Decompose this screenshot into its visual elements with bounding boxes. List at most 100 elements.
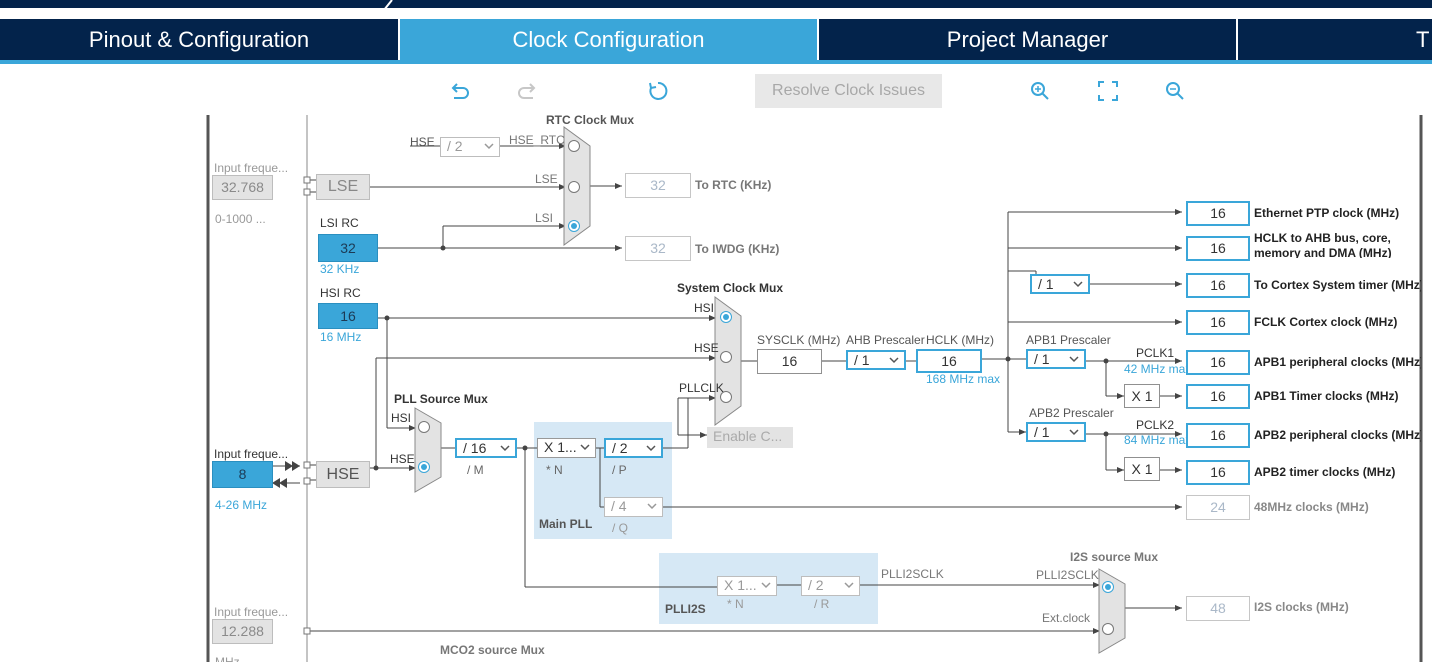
sysclk-value: 16: [757, 349, 822, 374]
pll-m-label: / M: [467, 463, 484, 477]
apb2-timer-multiplier: X 1: [1124, 457, 1160, 481]
hsi-rc-unit: 16 MHz: [320, 330, 362, 344]
apb2-prescaler-label: APB2 Prescaler: [1029, 406, 1114, 420]
fclk-cortex-label: FCLK Cortex clock (MHz): [1254, 315, 1398, 329]
ethernet-ptp-clock-value[interactable]: 16: [1186, 201, 1250, 226]
main-pll-title: Main PLL: [539, 517, 593, 531]
sysmux-hsi-label: HSI: [694, 301, 715, 315]
cortex-system-timer-label: To Cortex System timer (MHz): [1254, 278, 1421, 292]
to-rtc-value: 32: [625, 173, 691, 198]
hse-source-box[interactable]: HSE: [316, 461, 370, 488]
tab-tools[interactable]: T: [1416, 27, 1430, 52]
lse-input-label: Input freque...: [214, 161, 289, 175]
i2s-ext-input-frequency[interactable]: 12.288: [212, 619, 273, 644]
zoom-in-icon[interactable]: [1029, 80, 1051, 102]
sysmux-hse-radio[interactable]: [720, 351, 732, 363]
apb1-prescaler-select[interactable]: / 1: [1026, 349, 1086, 369]
ahb-prescaler-select[interactable]: / 1: [846, 350, 906, 370]
resolve-clock-issues-button[interactable]: Resolve Clock Issues: [755, 74, 942, 108]
apb1-peripheral-label: APB1 peripheral clocks (MHz): [1254, 355, 1421, 369]
lse-input-frequency[interactable]: 32.768: [212, 175, 273, 200]
cortex-timer-divider-select[interactable]: / 1: [1030, 274, 1090, 294]
lse-range-label: 0-1000 ...: [215, 212, 266, 226]
fclk-cortex-value[interactable]: 16: [1186, 310, 1250, 335]
rtc-hse-rtc-label: HSE_RTC: [509, 133, 565, 147]
hclk-ahb-value[interactable]: 16: [1186, 236, 1250, 261]
hclk-ahb-label: HCLK to AHB bus, core, memory and DMA (M…: [1254, 231, 1392, 258]
cortex-system-timer-value[interactable]: 16: [1186, 273, 1250, 298]
rtc-mux-lsi-radio[interactable]: [568, 220, 580, 232]
apb2-timer-value[interactable]: 16: [1186, 460, 1250, 485]
zoom-out-icon[interactable]: [1164, 80, 1186, 102]
system-clock-mux-title: System Clock Mux: [677, 281, 784, 295]
rtc-hse-divider-select[interactable]: / 2: [440, 137, 500, 157]
mco2-source-mux-title: MCO2 source Mux: [440, 643, 545, 657]
pll-q-divider-select[interactable]: / 4: [604, 497, 663, 517]
hse-input-frequency[interactable]: 8: [212, 461, 273, 488]
hclk-value[interactable]: 16: [916, 349, 982, 373]
top-banner: [0, 0, 1432, 8]
48mhz-clocks-label: 48MHz clocks (MHz): [1254, 500, 1369, 514]
refresh-icon[interactable]: [647, 80, 669, 102]
banner-notch: [383, 0, 393, 10]
plli2s-n-multiplier-select[interactable]: X 1...: [717, 576, 777, 596]
hclk-max-label: 168 MHz max: [926, 372, 1001, 386]
i2s-mux-plli2sclk-radio[interactable]: [1102, 581, 1114, 593]
apb1-timer-value[interactable]: 16: [1186, 384, 1250, 409]
apb2-prescaler-select[interactable]: / 1: [1026, 422, 1086, 442]
rtc-clock-mux-title: RTC Clock Mux: [546, 113, 635, 127]
pll-source-mux-title: PLL Source Mux: [394, 392, 488, 406]
plli2s-n-label: * N: [727, 597, 744, 611]
i2s-mux-ext-label: Ext.clock: [1042, 611, 1091, 625]
pclk2-label: PCLK2: [1136, 418, 1175, 432]
rtc-lsi-label: LSI: [535, 211, 554, 225]
pllsrc-hse-radio[interactable]: [418, 461, 430, 473]
pll-n-multiplier-select[interactable]: X 1...: [537, 438, 596, 458]
pll-source-mux: [414, 407, 442, 493]
apb1-timer-label: APB1 Timer clocks (MHz): [1254, 389, 1399, 403]
apb2-timer-label: APB2 timer clocks (MHz): [1254, 465, 1396, 479]
sysmux-hsi-radio[interactable]: [720, 311, 732, 323]
lse-source-box[interactable]: LSE: [316, 174, 370, 200]
hse-input-label: Input freque...: [214, 447, 289, 461]
apb2-peripheral-label: APB2 peripheral clocks (MHz): [1254, 428, 1421, 442]
enable-css-button[interactable]: Enable C...: [707, 427, 793, 448]
pclk1-label: PCLK1: [1136, 346, 1175, 360]
i2s-mux-plli2sclk-label: PLLI2SCLK: [1036, 568, 1099, 582]
i2s-source-mux: [1098, 568, 1126, 654]
48mhz-clocks-value: 24: [1186, 495, 1250, 520]
main-tabs: Pinout & Configuration Clock Configurati…: [0, 19, 1432, 60]
hclk-label: HCLK (MHz): [926, 333, 994, 347]
rtc-mux-lse-radio[interactable]: [568, 181, 580, 193]
i2s-ext-range-label: MHz: [215, 655, 240, 662]
pll-m-divider-select[interactable]: / 16: [455, 438, 517, 458]
pllsrc-hsi-radio[interactable]: [418, 421, 430, 433]
redo-icon[interactable]: [516, 80, 538, 102]
to-iwdg-label: To IWDG (KHz): [695, 242, 780, 256]
pll-n-label: * N: [546, 463, 563, 477]
plli2s-title: PLLI2S: [665, 602, 706, 616]
fit-screen-icon[interactable]: [1097, 80, 1119, 102]
hsi-rc-value: 16: [318, 303, 378, 329]
plli2s-r-divider-select[interactable]: / 2: [801, 576, 860, 596]
i2s-clocks-label: I2S clocks (MHz): [1254, 600, 1349, 614]
pllsrc-hsi-label: HSI: [391, 411, 412, 425]
apb1-peripheral-value[interactable]: 16: [1186, 350, 1250, 375]
apb1-prescaler-label: APB1 Prescaler: [1026, 333, 1111, 347]
pclk1-max-label: 42 MHz max: [1124, 362, 1192, 376]
sysclk-label: SYSCLK (MHz): [757, 333, 841, 347]
rtc-mux-hse-radio[interactable]: [568, 140, 580, 152]
sysmux-pllclk-radio[interactable]: [720, 391, 732, 403]
i2s-ext-input-label: Input freque...: [214, 605, 289, 619]
apb2-peripheral-value[interactable]: 16: [1186, 423, 1250, 448]
tab-project-manager[interactable]: Project Manager: [819, 19, 1238, 60]
pll-p-label: / P: [612, 463, 627, 477]
tab-clock-configuration[interactable]: Clock Configuration: [400, 19, 819, 60]
i2s-mux-ext-radio[interactable]: [1102, 623, 1114, 635]
pll-p-divider-select[interactable]: / 2: [604, 438, 663, 458]
sysmux-hse-label: HSE: [694, 341, 719, 355]
tab-pinout-configuration[interactable]: Pinout & Configuration: [0, 19, 400, 60]
undo-icon[interactable]: [449, 80, 471, 102]
pclk2-max-label: 84 MHz max: [1124, 433, 1192, 447]
ahb-prescaler-label: AHB Prescaler: [846, 333, 925, 347]
